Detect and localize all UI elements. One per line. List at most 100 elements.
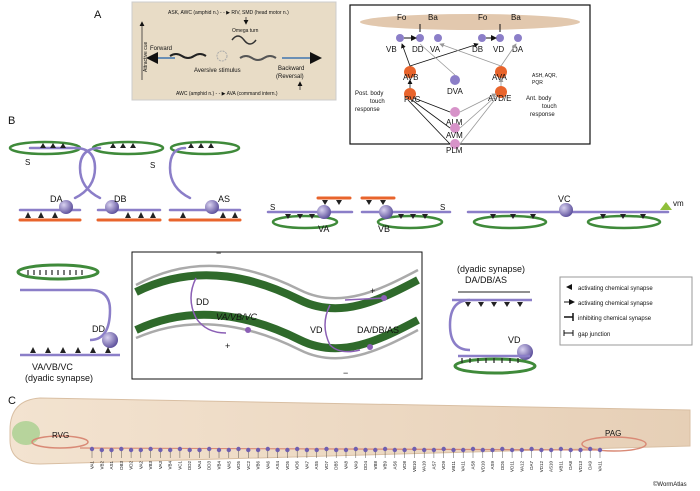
label-avde: AVD/E — [488, 94, 511, 103]
dyadic-label-1: VA/VB/VC — [32, 362, 73, 372]
neuron-label: AS1 — [109, 461, 114, 470]
motor-neuron-row — [396, 34, 522, 42]
forward-label: Forward — [150, 46, 172, 52]
s-label-3: S — [270, 203, 275, 212]
neuron-dot — [558, 446, 564, 452]
label-alm: ALM — [446, 118, 463, 127]
omega-turn-label: Omega turn — [232, 28, 259, 34]
neuron-avb — [404, 66, 416, 78]
inset-minus-top: − — [216, 248, 221, 258]
ant-touch-3: response — [530, 112, 555, 118]
fo-left: Fo — [397, 13, 407, 22]
neuron-avde — [495, 86, 507, 98]
neuron-label: VD5 — [236, 461, 241, 470]
legend-box: activating chemical synapse activating c… — [559, 276, 693, 346]
label-ash-aqr: ASH, AQR, — [532, 73, 557, 79]
neuron-label: DB5 — [334, 461, 339, 470]
circuit-panel: Fo Ba Fo Ba VB DD VA DB VD DA AVB DVA AV… — [349, 4, 591, 155]
neuron-label: DD3 — [207, 461, 212, 470]
neuron-label: VD6 — [295, 461, 300, 470]
neuron-dot — [207, 446, 212, 452]
neuron-label: VA8 — [344, 461, 349, 470]
neuron-dot — [431, 447, 437, 453]
neuron-dot — [236, 446, 241, 452]
neuron-label: DB3 — [119, 461, 124, 470]
neuron-dot — [470, 446, 476, 452]
head-motor-line: ASK, AWC (amphid n.) - - ▶ RIV, SMD (hea… — [168, 10, 289, 16]
neuron-dot — [519, 447, 524, 453]
label-dva: DVA — [447, 87, 464, 96]
label-va-b: VA — [318, 224, 329, 234]
neuron-dot — [353, 446, 358, 452]
neuron-dot — [373, 447, 378, 453]
neuron-label: VA12 — [519, 461, 524, 472]
neuron-dot — [128, 447, 134, 453]
neuron-dot — [177, 446, 183, 452]
neuron-dot — [226, 447, 231, 453]
panel-c-letter: C — [8, 395, 16, 407]
neuron-dot — [529, 446, 534, 452]
fo-right: Fo — [478, 13, 488, 22]
post-touch-3: response — [355, 107, 380, 113]
label-vc-b: VC — [558, 194, 571, 204]
neuron-dot — [89, 446, 95, 452]
neuron-dot — [334, 447, 339, 453]
neuron-dot — [441, 446, 446, 452]
neuron-label: VD7 — [324, 461, 329, 470]
label-da-b: DA — [50, 194, 63, 204]
reversal-label: (Reversal) — [276, 74, 304, 80]
neuron-dva — [450, 75, 460, 85]
label-vb-b: VB — [378, 224, 390, 234]
neuron-label: VA2 — [138, 461, 143, 470]
inset-plus-left: + — [225, 341, 230, 351]
neuron-dot — [597, 447, 603, 453]
neuron-label: AS8 — [471, 461, 476, 470]
neuron-dot — [539, 447, 544, 453]
neuron-label: VB6 — [256, 461, 261, 470]
neuron-label: VB4 — [168, 461, 173, 470]
dyadic-label-2: (dyadic synapse) — [25, 373, 93, 383]
neuron-label: DA7 — [529, 461, 534, 470]
neuron-dot — [246, 447, 251, 453]
neuron-label: VD13 — [578, 461, 583, 473]
neuron-ava — [495, 66, 507, 78]
copyright: ©WormAtlas — [653, 481, 687, 488]
vd-title-2: DA/DB/AS — [465, 275, 507, 285]
aversive-stimulus-icon — [216, 50, 228, 62]
neuron-dot — [402, 447, 407, 453]
neuron-dot — [451, 447, 456, 453]
neuron-label: VD9 — [441, 461, 446, 470]
neuron-label: VA5 — [226, 461, 231, 470]
neuron-plm — [450, 139, 460, 149]
neuron-avm — [450, 123, 460, 133]
neuron-dot — [480, 447, 485, 453]
neuron-label: VB10 — [412, 461, 417, 473]
synapse-row-top: S DA S DB AS S VA — [8, 140, 684, 234]
inset-dd: DD — [196, 297, 209, 307]
neuron-label: AS9 — [490, 461, 495, 470]
omega-worm-icon — [231, 35, 257, 45]
neuron-label: DD2 — [187, 461, 192, 470]
neuron-dot — [412, 446, 417, 452]
inset-dadbas: DA/DB/AS — [357, 325, 399, 335]
inset-minus-bottom: − — [343, 368, 348, 378]
neuron-label: AS5 — [314, 461, 319, 470]
neuron-dot — [324, 446, 329, 452]
neuron-label: AS6 — [392, 461, 397, 470]
post-touch-1: Post. body — [355, 91, 383, 97]
neuron-dot — [295, 446, 300, 452]
s-label-4: S — [440, 203, 445, 212]
panel-a-letter: A — [94, 9, 102, 21]
neuron-dot — [314, 447, 319, 453]
neuron-dot — [578, 447, 583, 453]
neuron-label: VA1 — [90, 461, 95, 470]
ant-touch-2: touch — [542, 104, 557, 110]
neuron-label: VA9 — [353, 461, 358, 470]
neuron-dot — [119, 446, 124, 452]
neuron-label: VA11 — [598, 461, 603, 472]
neuron-label: VB3 — [148, 461, 153, 470]
label-avm: AVM — [446, 131, 463, 140]
neuron-label: VD2 — [129, 461, 134, 470]
label-vd-right: VD — [508, 335, 521, 345]
label-da: DA — [512, 45, 524, 54]
